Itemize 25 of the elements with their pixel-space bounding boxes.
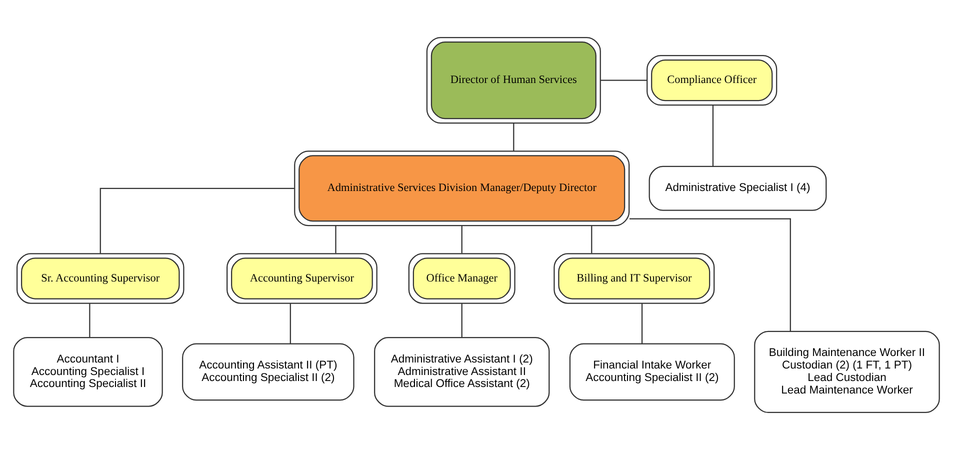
node-box: Director of Human Services: [426, 36, 601, 124]
connector: [600, 79, 648, 80]
node-box: Billing and IT Supervisor: [554, 252, 715, 304]
node-box: Financial Intake Worker Accounting Specialist II (2): [569, 342, 735, 400]
connector: [89, 303, 90, 337]
node-box: Administrative Services Division Manager/Deputy Director: [294, 150, 630, 226]
connector: [591, 225, 592, 253]
node-box: Building Maintenance Worker II Custodian (2) (1 FT, 1 PT) Lead Custodian Lead Maintenance Worker: [754, 330, 940, 413]
node-box: Administrative Specialist I (4): [648, 165, 827, 210]
connector: [712, 104, 714, 166]
node-box: Administrative Assistant I (2) Administrative Assistant II Medical Office Assistant (2): [374, 336, 550, 406]
connector: [461, 225, 462, 253]
connector: [461, 303, 462, 337]
connector: [630, 218, 791, 331]
node-box: Sr. Accounting Supervisor: [16, 252, 184, 304]
connector: [335, 225, 336, 253]
connector: [641, 303, 643, 344]
node-box: Accounting Assistant II (PT) Accounting Specialist II (2): [182, 342, 354, 400]
node-box: Compliance Officer: [646, 54, 778, 106]
node-box: Accounting Supervisor: [226, 252, 378, 304]
node-box: Accountant I Accounting Specialist I Accounting Specialist II: [13, 336, 163, 406]
node-box: Office Manager: [408, 252, 516, 304]
connector: [290, 303, 291, 344]
connector: [513, 122, 514, 151]
connector: [100, 187, 294, 253]
